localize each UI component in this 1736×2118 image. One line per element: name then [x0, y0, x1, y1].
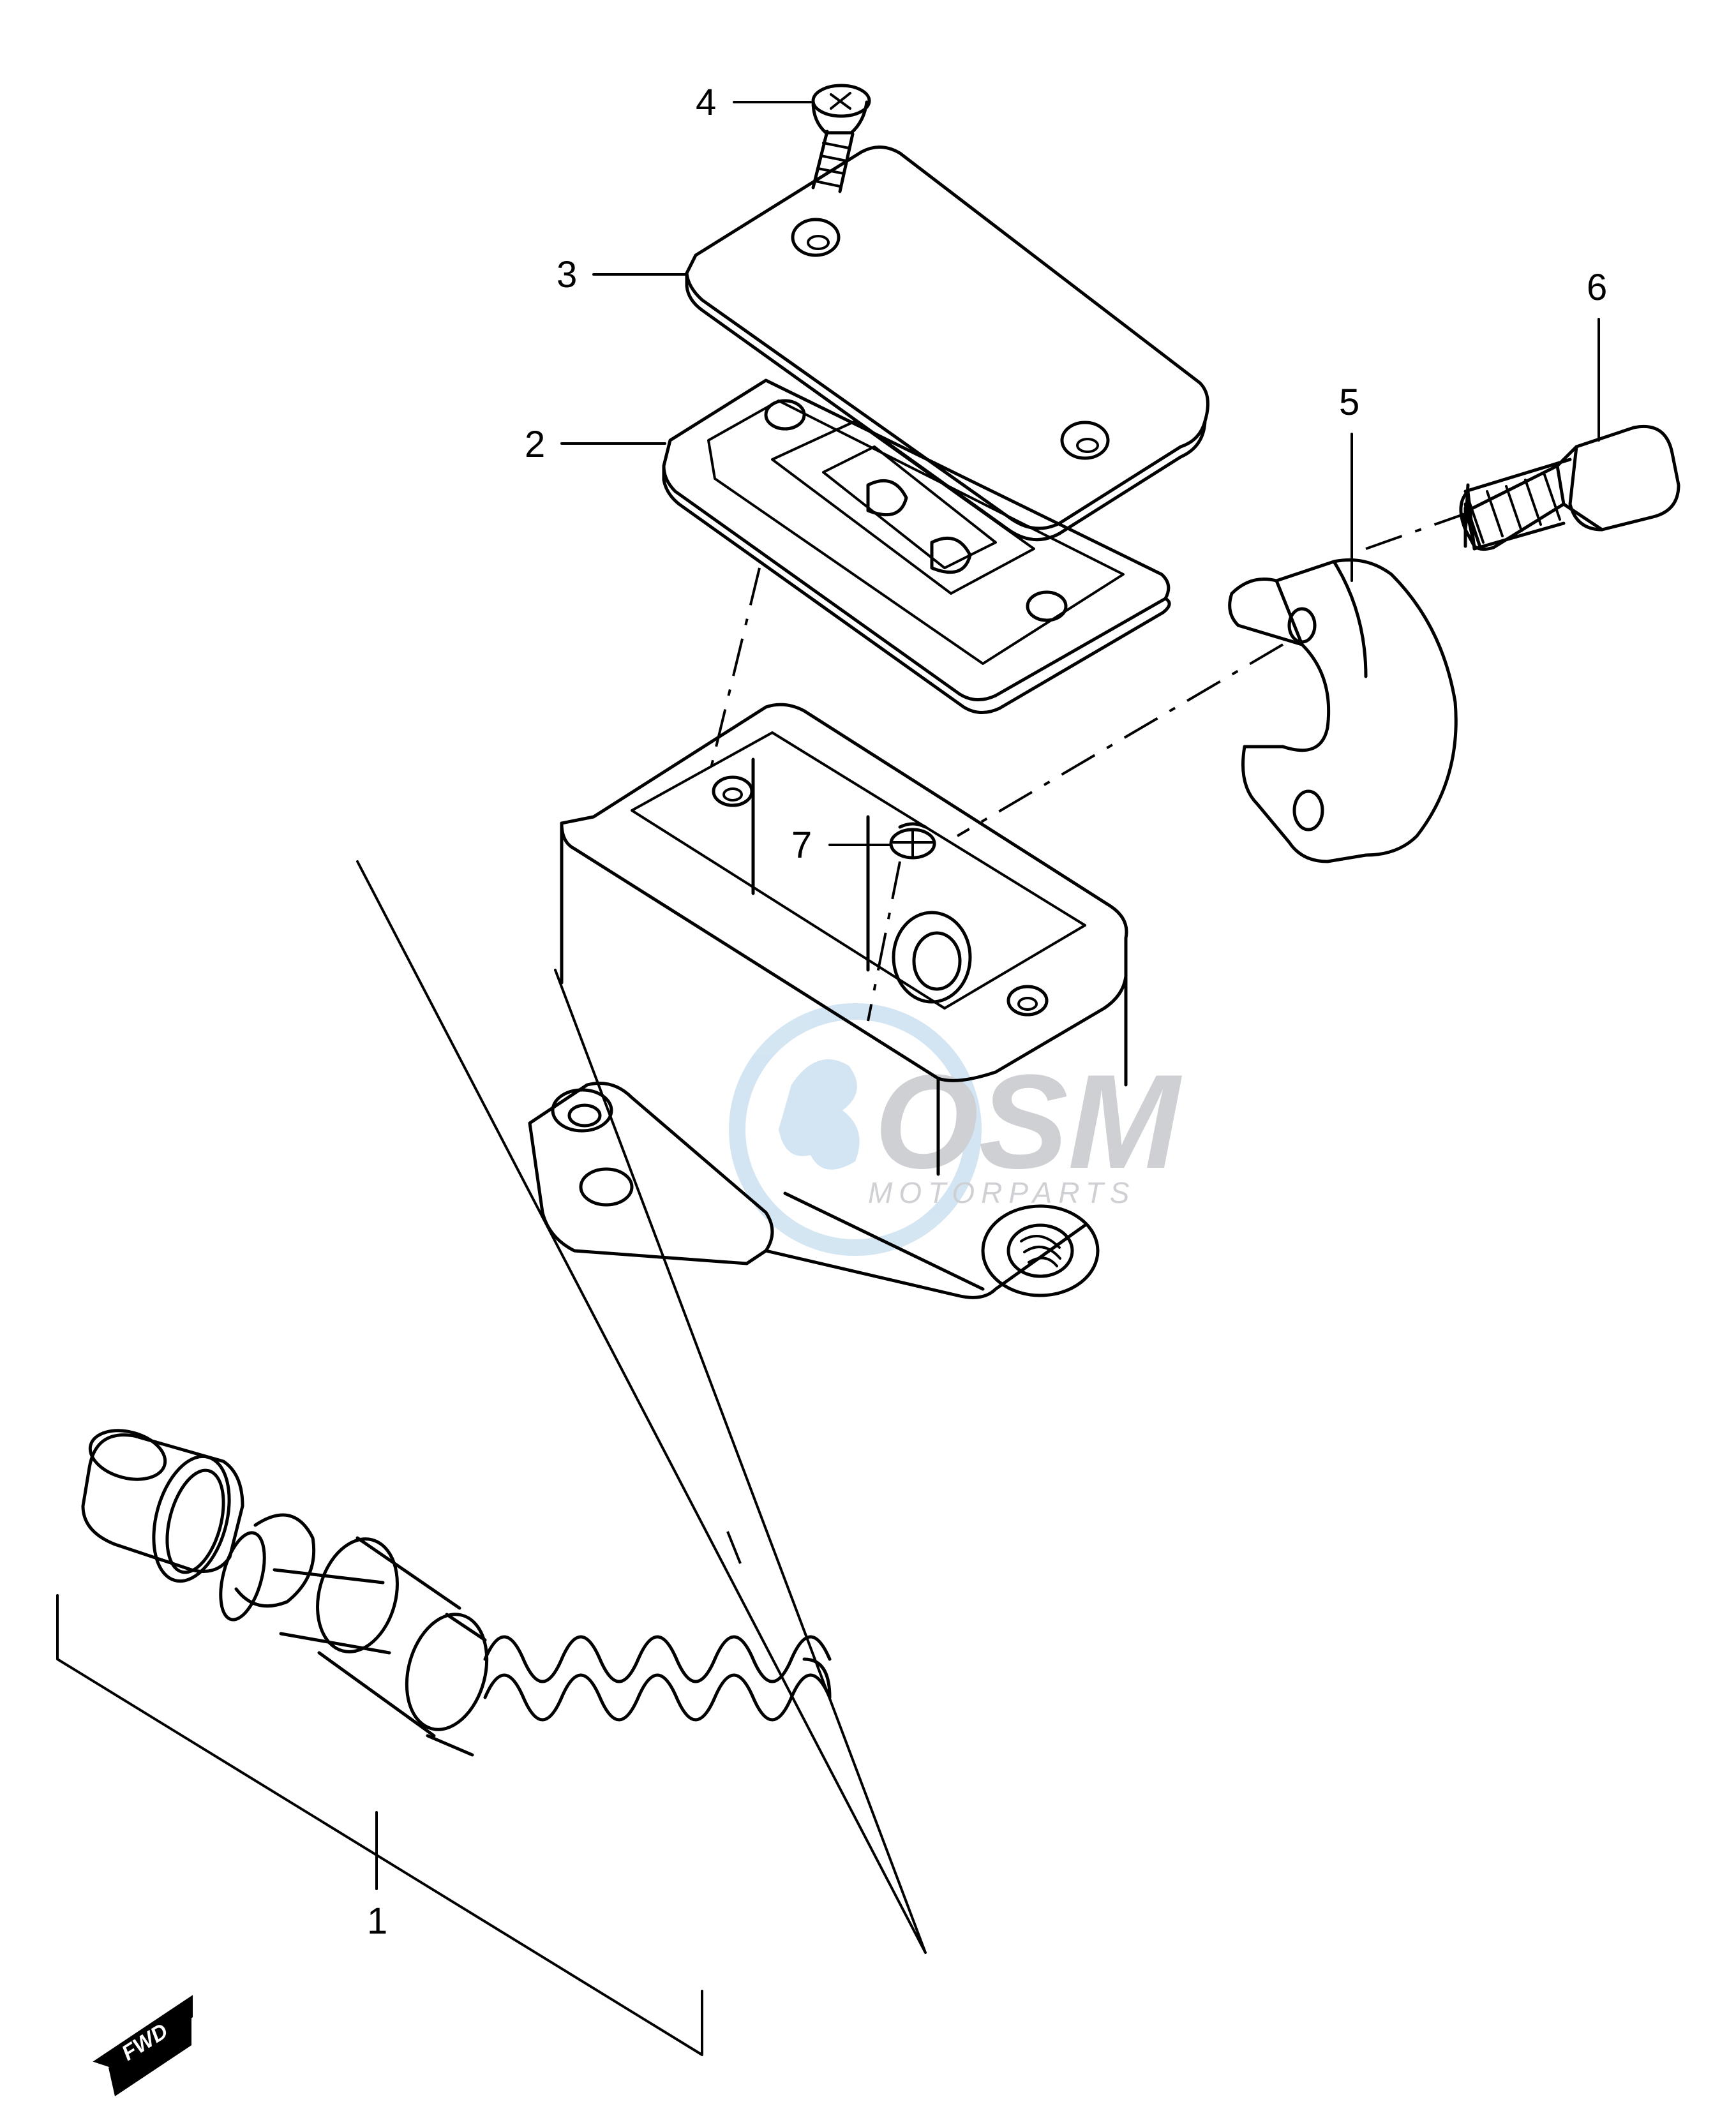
bolt-part-6 — [1459, 424, 1680, 551]
globe-icon — [729, 1003, 982, 1256]
watermark-sub: MOTORPARTS — [868, 1176, 1135, 1209]
callout-1: 1 — [367, 1900, 387, 1942]
callout-4: 4 — [696, 82, 716, 123]
callout-3: 3 — [557, 254, 577, 295]
callout-2: 2 — [525, 424, 545, 465]
piston-kit-part-1 — [81, 1429, 832, 1757]
fwd-indicator: FWD — [93, 1995, 193, 2096]
alignment-lines — [56, 509, 1475, 2056]
callout-5: 5 — [1339, 382, 1359, 423]
reservoir-cover-part-3 — [685, 145, 1209, 542]
clamp-part-5 — [1228, 558, 1458, 863]
diaphragm-part-2 — [662, 378, 1171, 714]
callout-leaders — [560, 101, 1600, 846]
callout-6: 6 — [1587, 267, 1607, 308]
globe-continents — [779, 1059, 860, 1170]
watermark: OSM MOTORPARTS — [729, 1003, 1182, 1256]
callout-7: 7 — [791, 824, 812, 866]
master-cylinder-body — [528, 703, 1128, 1299]
